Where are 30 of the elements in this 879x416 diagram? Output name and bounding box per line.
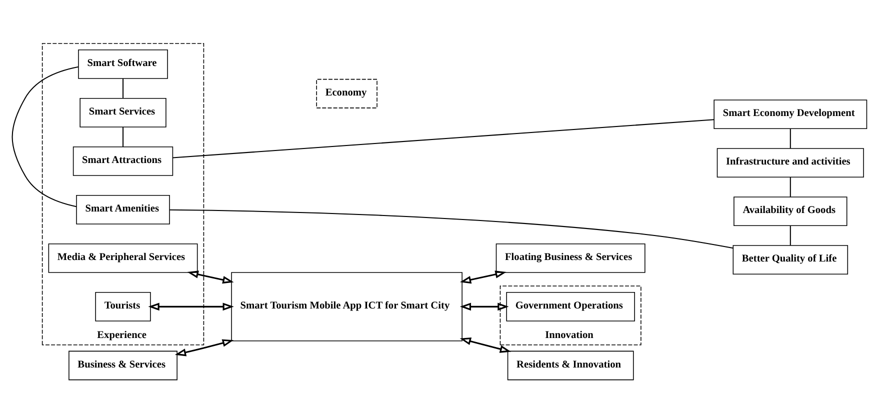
arrow — [148, 302, 234, 310]
connector — [122, 126, 124, 146]
node-box: Smart Economy Development — [714, 99, 868, 128]
node-box: Availability of Goods — [734, 196, 848, 226]
arrow — [187, 270, 234, 284]
node-box: Tourists — [95, 291, 151, 321]
arrow — [174, 338, 234, 356]
node-box: Smart Amenities — [76, 194, 170, 224]
arrow — [460, 302, 509, 310]
node-box: Floating Business & Services — [496, 242, 646, 272]
connector — [790, 176, 791, 196]
connector — [790, 128, 791, 148]
connector — [172, 118, 714, 158]
node-box: Media & Peripheral Services — [48, 242, 198, 272]
arrow — [460, 270, 506, 284]
connector — [170, 208, 734, 248]
connector — [122, 78, 124, 98]
node-box: Government Operations — [506, 291, 635, 321]
node-box: Residents & Innovation — [507, 350, 634, 380]
node-box: Smart Tourism Mobile App ICT for Smart City — [231, 272, 462, 341]
node-box: Business & Services — [68, 350, 178, 380]
arrow — [460, 337, 512, 352]
node-box: Infrastructure and activities — [716, 148, 864, 177]
node-box: Smart Software — [78, 49, 168, 78]
node-box: Smart Services — [80, 98, 166, 127]
node-box: Better Quality of Life — [732, 244, 848, 274]
node-box: Smart Attractions — [72, 146, 174, 176]
connector — [12, 66, 78, 207]
connector — [790, 225, 791, 245]
node-box: Economy — [316, 78, 378, 108]
